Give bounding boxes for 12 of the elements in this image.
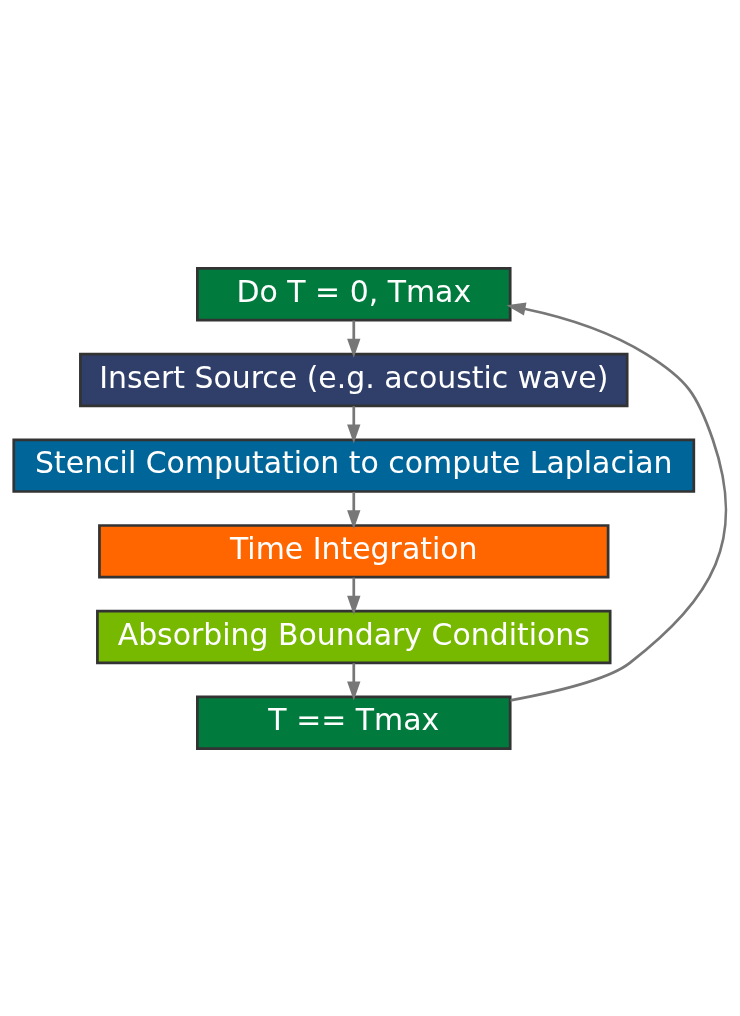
node-box: T == Tmax: [196, 695, 512, 750]
arrow: [347, 577, 361, 615]
node-box: Do T = 0, Tmax: [196, 266, 512, 321]
arrow: [347, 405, 361, 444]
node-box: Stencil Computation to compute Laplacian: [12, 437, 696, 493]
arrow: [506, 301, 728, 702]
arrow: [347, 662, 361, 701]
node-box: Time Integration: [98, 523, 610, 579]
node-box: Insert Source (e.g. acoustic wave): [79, 352, 629, 407]
arrow: [347, 491, 361, 529]
node-box: Absorbing Boundary Conditions: [96, 609, 612, 664]
arrow: [347, 320, 361, 358]
